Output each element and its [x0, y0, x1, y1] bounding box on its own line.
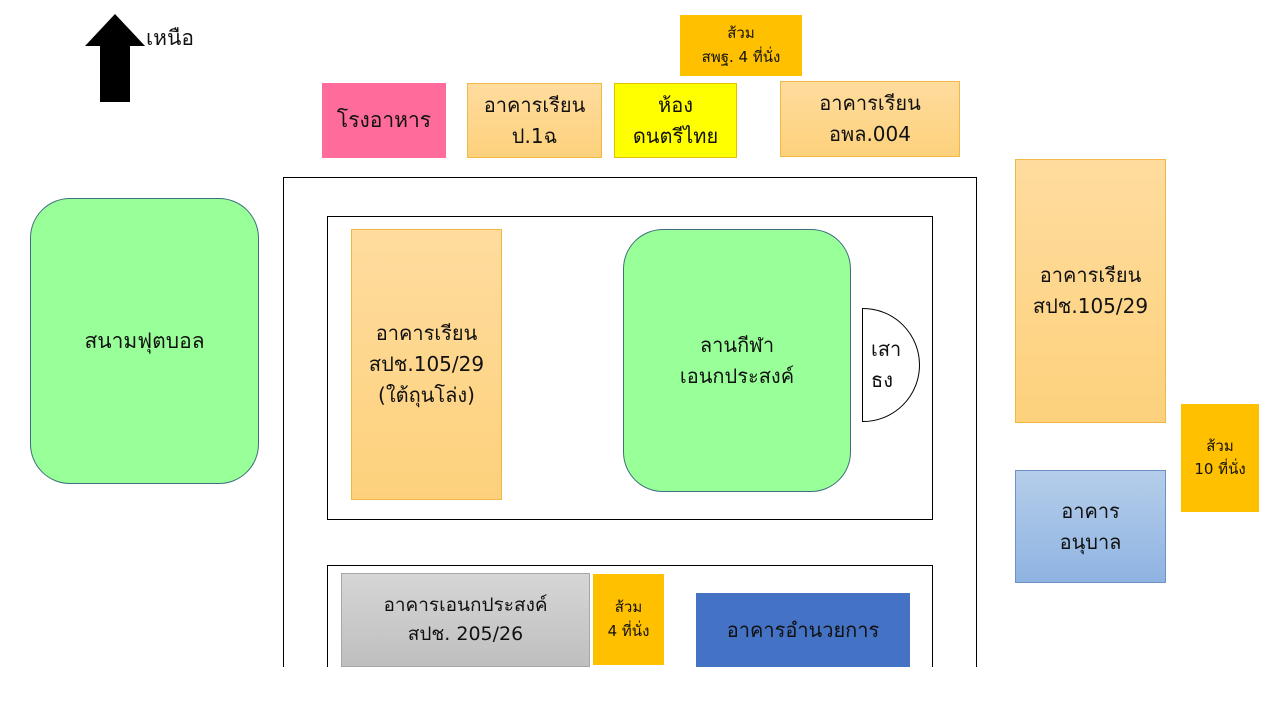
label: ส้วม — [614, 598, 643, 617]
classroom-p1: อาคารเรียนป.1ฉ — [467, 83, 602, 158]
label: สพฐ. 4 ที่นั่ง — [701, 47, 781, 66]
north-arrow-icon — [85, 14, 145, 102]
toilet-right: ส้วม 10 ที่นั่ง — [1181, 404, 1259, 512]
toilet-top: ส้วมสพฐ. 4 ที่นั่ง — [680, 15, 802, 76]
label: ส้วม — [727, 24, 755, 43]
multipurpose-building: อาคารเอนกประสงค์สปช. 205/26 — [341, 573, 590, 667]
north-label: เหนือ — [146, 26, 194, 50]
classroom-under: อาคารเรียนสปช.105/29 (ใต้ถุนโล่ง) — [351, 229, 502, 500]
label: ส้วม — [1206, 436, 1234, 455]
label: อาคารเรียน — [375, 321, 478, 345]
canteen: โรงอาหาร — [322, 83, 446, 158]
sports-yard: ลานกีฬาเอนกประสงค์ — [623, 229, 851, 492]
label: ลานกีฬา — [699, 332, 775, 357]
label: ธง — [871, 368, 893, 392]
label: อาคารเรียน — [819, 91, 921, 115]
label: 10 ที่นั่ง — [1194, 460, 1246, 478]
label: อาคารอำนวยการ — [726, 617, 880, 642]
classroom-opl: อาคารเรียนอพล.004 — [780, 81, 960, 157]
toilet-bottom: ส้วม 4 ที่นั่ง — [593, 574, 664, 665]
label: สปช.105/29 — [368, 352, 485, 376]
label: อพล.004 — [829, 122, 911, 146]
label: อาคาร — [1061, 498, 1120, 523]
inner-area-top — [327, 216, 933, 520]
thai-music-room: ห้องดนตรีไทย — [614, 83, 737, 158]
kindergarten: อาคารอนุบาล — [1015, 470, 1166, 583]
label: เสา — [871, 337, 902, 361]
label: สปช.105/29 — [1032, 294, 1149, 318]
label: ป.1ฉ — [511, 123, 558, 148]
football-field: สนามฟุตบอล — [30, 198, 259, 484]
label: 4 ที่นั่ง — [607, 621, 650, 640]
admin-building: อาคารอำนวยการ — [696, 593, 910, 667]
label: เอนกประสงค์ — [679, 363, 795, 388]
label: ห้อง — [658, 92, 693, 117]
label: สปช. 205/26 — [407, 623, 524, 645]
label: สนามฟุตบอล — [84, 328, 205, 353]
label: อาคารเรียน — [483, 92, 586, 117]
label: อาคารเรียน — [1039, 263, 1142, 287]
label: อนุบาล — [1059, 529, 1122, 554]
label: โรงอาหาร — [336, 108, 432, 133]
label: ดนตรีไทย — [632, 123, 719, 148]
crop-mask — [0, 667, 1280, 720]
classroom-right: อาคารเรียนสปช.105/29 — [1015, 159, 1166, 423]
label: อาคารเอนกประสงค์ — [383, 593, 548, 616]
label: (ใต้ถุนโล่ง) — [378, 383, 475, 407]
